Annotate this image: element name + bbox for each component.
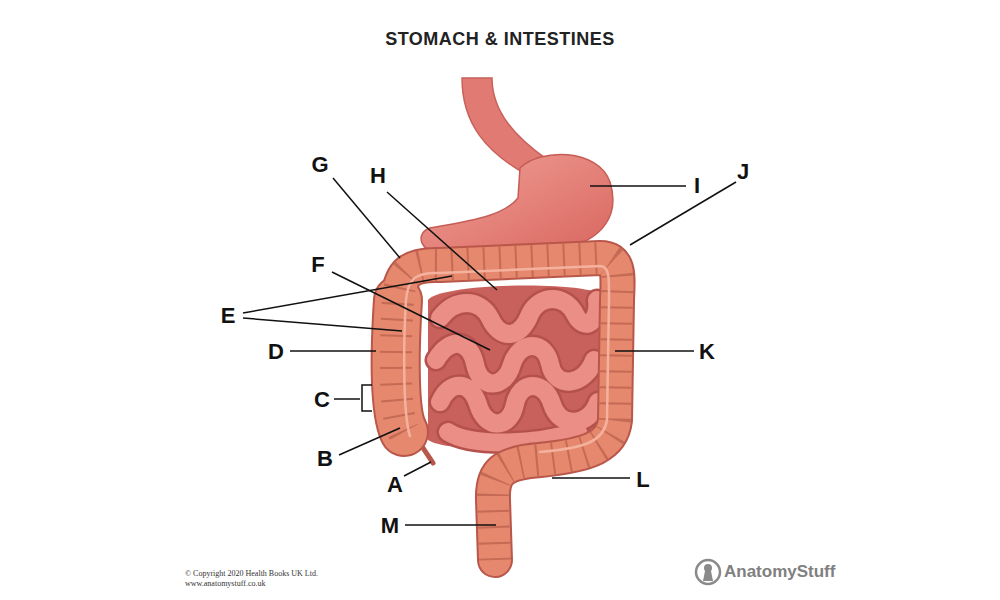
part-letter: L (636, 468, 649, 492)
part-letter: A (387, 473, 403, 497)
part-letter: B (317, 447, 333, 471)
large-intestine (396, 258, 618, 560)
part-letter: C (314, 388, 330, 412)
small-intestine-base (428, 285, 606, 449)
esophagus (462, 78, 548, 172)
logo-icon (696, 560, 720, 584)
part-letter: M (381, 514, 399, 538)
part-letter: J (737, 160, 749, 184)
logo-text: AnatomyStuff (724, 563, 835, 582)
part-letter: I (694, 174, 700, 198)
title: STOMACH & INTESTINES (385, 30, 615, 50)
part-letter: G (311, 153, 328, 177)
copyright-note: © Copyright 2020 Health Books UK Ltd. (185, 570, 318, 579)
part-letter: E (221, 304, 236, 328)
stomach (421, 154, 613, 253)
leader-lines (243, 178, 736, 525)
website-url: www.anatomystuff.co.uk (185, 580, 265, 589)
part-letter: K (699, 340, 715, 364)
part-letter: D (268, 340, 284, 364)
part-letter: F (311, 253, 324, 277)
small-intestine (436, 299, 598, 443)
part-letter: H (370, 164, 386, 188)
